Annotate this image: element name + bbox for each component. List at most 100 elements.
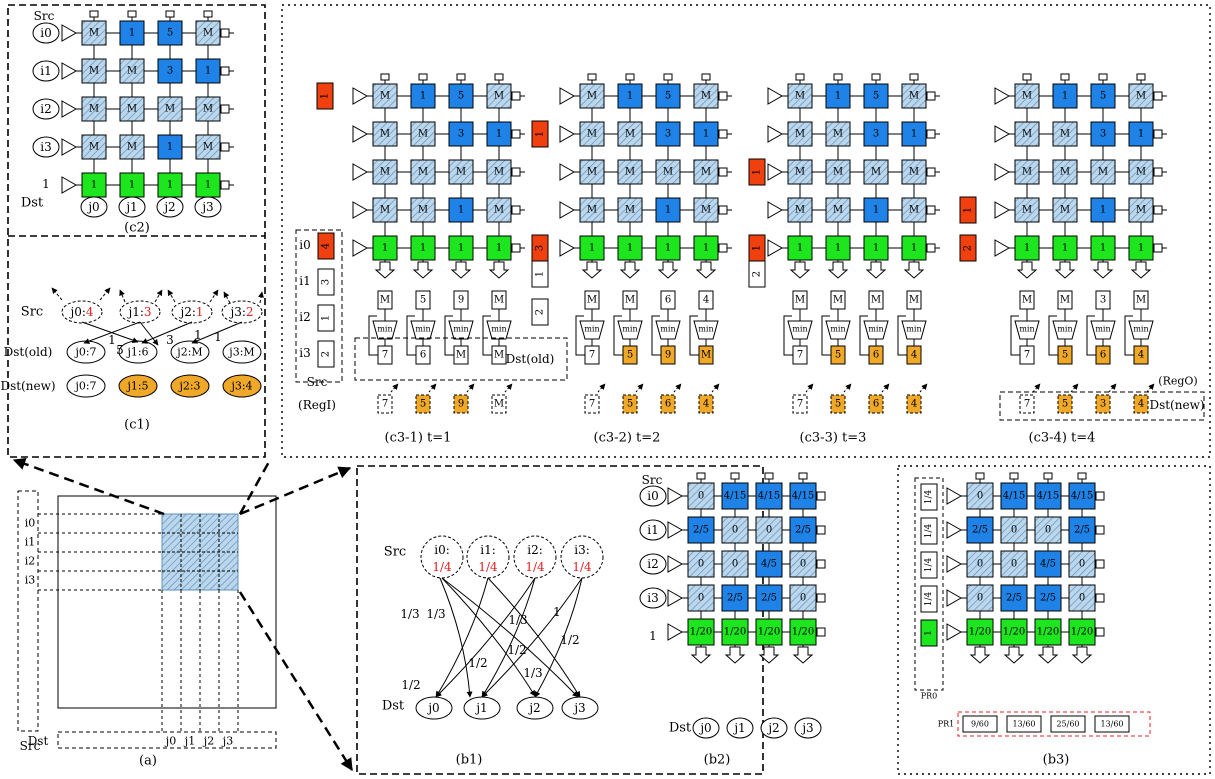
row-end [511, 167, 521, 177]
pe-cell [372, 159, 398, 185]
new-node [118, 374, 158, 398]
feedback-wire [1010, 315, 1020, 356]
dst-node-j0-label: j0 [698, 721, 711, 735]
pe-cell [157, 58, 183, 84]
panel-c3-border [281, 4, 1211, 458]
output-arrow [789, 261, 811, 279]
pe-value: M [625, 129, 635, 140]
pe-cell [81, 20, 107, 46]
pr0-cell [920, 483, 938, 511]
dst-node-j1-label: j1 [124, 200, 137, 214]
row-end [718, 91, 728, 101]
col-top [1077, 472, 1087, 480]
src-node [119, 300, 161, 324]
pe-value: 1 [911, 243, 917, 254]
driver-triangle [767, 201, 784, 219]
pe-value: M [89, 28, 99, 39]
driver-triangle [994, 163, 1011, 181]
pe-value: 0 [1079, 559, 1085, 570]
pr1-value: 9/60 [971, 720, 989, 729]
edge [439, 577, 473, 698]
row-end [1095, 525, 1105, 535]
pe-cell [687, 618, 715, 646]
row-end [816, 491, 826, 501]
pe-value: M [1060, 167, 1070, 178]
dst-label: Dst [21, 196, 44, 211]
new-value: 5 [835, 399, 841, 410]
output-arrow [1037, 646, 1059, 664]
driver-triangle [667, 555, 684, 573]
update-arrow [390, 383, 399, 393]
row-end [511, 205, 521, 215]
src-node-value: 1/4 [572, 560, 592, 574]
driver-triangle [767, 87, 784, 105]
src-node-value: 1/4 [525, 560, 545, 574]
pe-value: 0 [732, 559, 738, 570]
dst-new-label: Dst(new) [0, 379, 55, 393]
output-arrow [374, 261, 396, 279]
col-top [730, 472, 740, 480]
edge [83, 321, 141, 344]
src-label: Src [21, 305, 43, 320]
driver-triangle [667, 623, 684, 641]
pe-value: 1 [167, 142, 173, 153]
output-arrow [792, 646, 814, 664]
old-node [170, 340, 210, 364]
rego-label: (RegO) [1158, 375, 1197, 388]
moving-token [748, 158, 766, 186]
min-label: min [830, 325, 845, 334]
caption-c3_2: (c3-2) t=2 [594, 431, 661, 446]
col-top [833, 73, 843, 81]
old-value: 7 [1024, 350, 1030, 361]
pr1-cell [1094, 715, 1130, 733]
output-arrow [690, 646, 712, 664]
src-node-value: 1/4 [478, 560, 498, 574]
edge-label: 1/3 [523, 666, 542, 680]
edge-label: 1/2 [507, 643, 526, 657]
pe-cell [693, 159, 719, 185]
pe-value: 1 [129, 28, 135, 39]
pe-cell [825, 235, 851, 261]
src-node-i2 [639, 553, 667, 575]
panel-b-border [356, 465, 764, 775]
pe-value: M [203, 142, 213, 153]
dst-old-label: Dst(old) [4, 345, 53, 359]
pe-cell [81, 58, 107, 84]
zoom-arrow [239, 466, 352, 516]
feedback-wire [406, 315, 416, 356]
old-value: 4 [911, 350, 917, 361]
edge-label: 1/3 [400, 607, 419, 621]
new-value: 5 [1062, 399, 1068, 410]
pr1-value: 25/60 [1056, 720, 1079, 729]
driver-triangle [352, 125, 369, 143]
a-dst-label: j1 [183, 735, 195, 748]
pe-value: M [909, 167, 919, 178]
pe-cell [966, 516, 994, 544]
src-node-label: i1: [480, 543, 496, 557]
pe-cell [655, 121, 681, 147]
pe-cell [157, 172, 183, 198]
pe-cell [157, 96, 183, 122]
src-node-label: j3:2 [228, 305, 253, 319]
pr1-cell [962, 715, 998, 733]
new-value: 7 [382, 399, 388, 410]
pe-value: M [380, 129, 390, 140]
src-node-i2-label: i2 [40, 102, 51, 116]
pr0-box [914, 477, 944, 691]
pe-value: 2/5 [727, 593, 743, 604]
driver-triangle [559, 125, 576, 143]
pe-cell [1014, 83, 1040, 109]
pe-cell [1068, 584, 1096, 612]
pe-cell [81, 134, 107, 160]
new-cell [1057, 394, 1073, 414]
pe-cell [1052, 197, 1078, 223]
regi-row-label: i1 [299, 274, 310, 288]
edge [435, 577, 536, 698]
panel-c-left-border [7, 4, 266, 458]
pe-cell [1000, 618, 1028, 646]
new-cell [868, 394, 884, 414]
pe-value: M [1022, 167, 1032, 178]
edge-dangling [154, 289, 163, 303]
pe-cell [1128, 159, 1154, 185]
pe-value: M [89, 142, 99, 153]
